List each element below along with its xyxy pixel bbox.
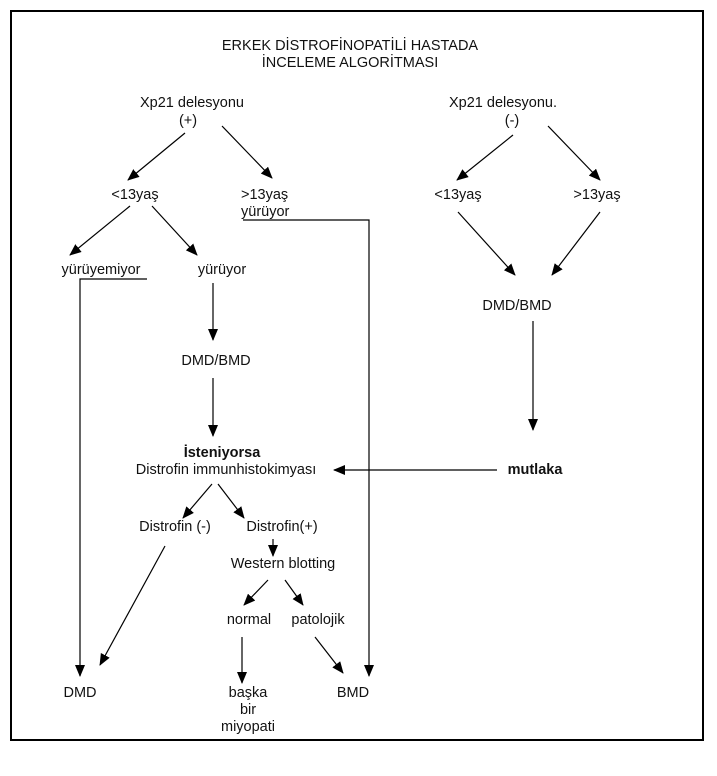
left-dmd-bmd-node: DMD/BMD (181, 353, 251, 369)
other-myopathy-line-2: bir (239, 702, 257, 718)
right-under13-node: <13yaş (434, 187, 482, 203)
mandatory-node: mutlaka (507, 462, 563, 478)
arrow-under13-to-walking (151, 205, 198, 256)
xp21-negative-label: Xp21 delesyonu. (448, 95, 558, 111)
arrow-immuno-to-pos (217, 483, 245, 519)
left-over13-node: >13yaş (241, 187, 289, 203)
dmd-outcome: DMD (63, 685, 97, 701)
arrow-over13-to-right-dmdbmd (551, 211, 601, 276)
arrow-neg-to-dmd (99, 545, 166, 666)
arrow-pathologic-to-bmd (314, 636, 344, 674)
title-line-2: İNCELEME ALGORİTMASI (261, 55, 439, 71)
bmd-outcome: BMD (336, 685, 370, 701)
xp21-positive-sign: (+) (178, 113, 198, 129)
arrow-under13-to-not-walking (69, 205, 131, 256)
right-dmd-bmd-node: DMD/BMD (482, 298, 552, 314)
other-myopathy-line-3: miyopati (221, 719, 275, 735)
walking-node: yürüyor (197, 262, 247, 278)
not-walking-node: yürüyemiyor (61, 262, 141, 278)
right-over13-node: >13yaş (573, 187, 621, 203)
normal-node: normal (226, 612, 272, 628)
western-blotting-node: Western blotting (230, 556, 336, 572)
left-over13-walking-node: yürüyor (241, 204, 290, 220)
immunohistochemistry-node: Distrofin immunhistokimyası (135, 462, 317, 478)
arrow-over13-to-bmd (243, 219, 374, 677)
xp21-positive-label: Xp21 delesyonu (140, 95, 244, 111)
distrofin-positive-node: Distrofin(+) (246, 519, 318, 535)
arrow-western-to-normal (243, 579, 269, 606)
arrow-not-walking-to-dmd (75, 278, 147, 677)
arrow-neg-to-under13 (456, 134, 514, 181)
title-line-1: ERKEK DİSTROFİNOPATİLİ HASTADA (221, 38, 479, 54)
arrow-immuno-to-neg (182, 483, 213, 519)
arrow-pos-to-over13 (221, 125, 273, 179)
diagram-border (10, 10, 704, 741)
other-myopathy-line-1: başka (228, 685, 268, 701)
arrow-under13-to-right-dmdbmd (457, 211, 516, 276)
xp21-negative-sign: (-) (504, 113, 520, 129)
arrow-neg-to-over13 (547, 125, 601, 181)
if-wanted-label: İsteniyorsa (183, 445, 261, 461)
distrofin-negative-node: Distrofin (-) (139, 519, 211, 535)
pathologic-node: patolojik (291, 612, 345, 628)
arrow-pos-to-under13 (127, 132, 186, 181)
left-under13-node: <13yaş (111, 187, 159, 203)
arrow-western-to-pathologic (284, 579, 304, 606)
